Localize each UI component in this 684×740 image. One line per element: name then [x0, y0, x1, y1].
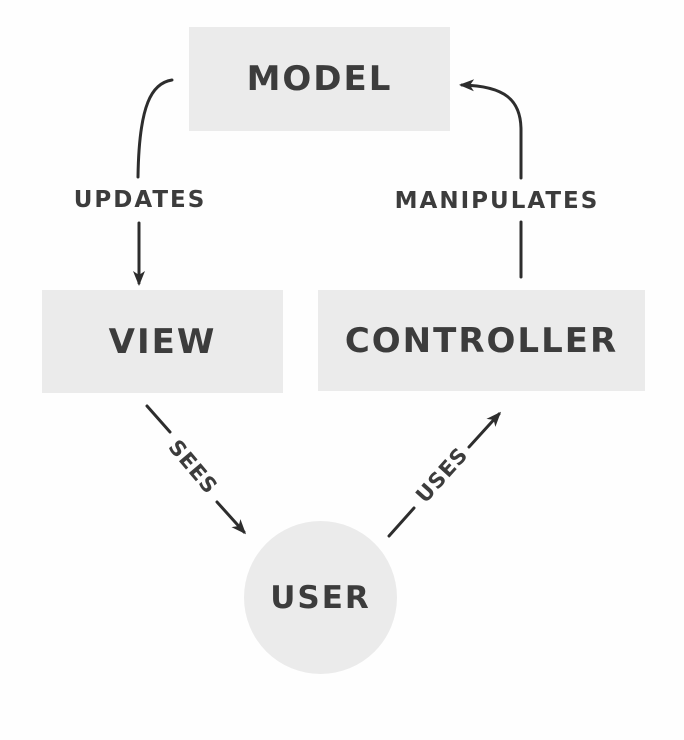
manipulates-edge-label: MANIPULATES: [394, 188, 600, 214]
updates-edge-label: UPDATES: [73, 187, 207, 213]
controller-label: CONTROLLER: [344, 320, 619, 361]
controller-node: CONTROLLER: [318, 290, 645, 391]
user-label: USER: [270, 579, 371, 616]
sees-edge-label: SEES: [163, 435, 223, 499]
view-label: VIEW: [108, 321, 217, 362]
sees-line-from-view: [145, 404, 172, 434]
model-node: MODEL: [189, 27, 450, 131]
uses-line-from-user: [387, 506, 416, 538]
uses-arrow-to-controller: [467, 411, 502, 449]
model-label: MODEL: [246, 59, 393, 99]
uses-edge-label: USES: [411, 442, 473, 508]
view-node: VIEW: [42, 290, 283, 393]
sees-arrow-to-user: [215, 500, 247, 535]
user-node: USER: [244, 521, 397, 674]
manipulates-arrow-to-model: [459, 79, 523, 180]
updates-curve-from-model: [136, 78, 174, 179]
